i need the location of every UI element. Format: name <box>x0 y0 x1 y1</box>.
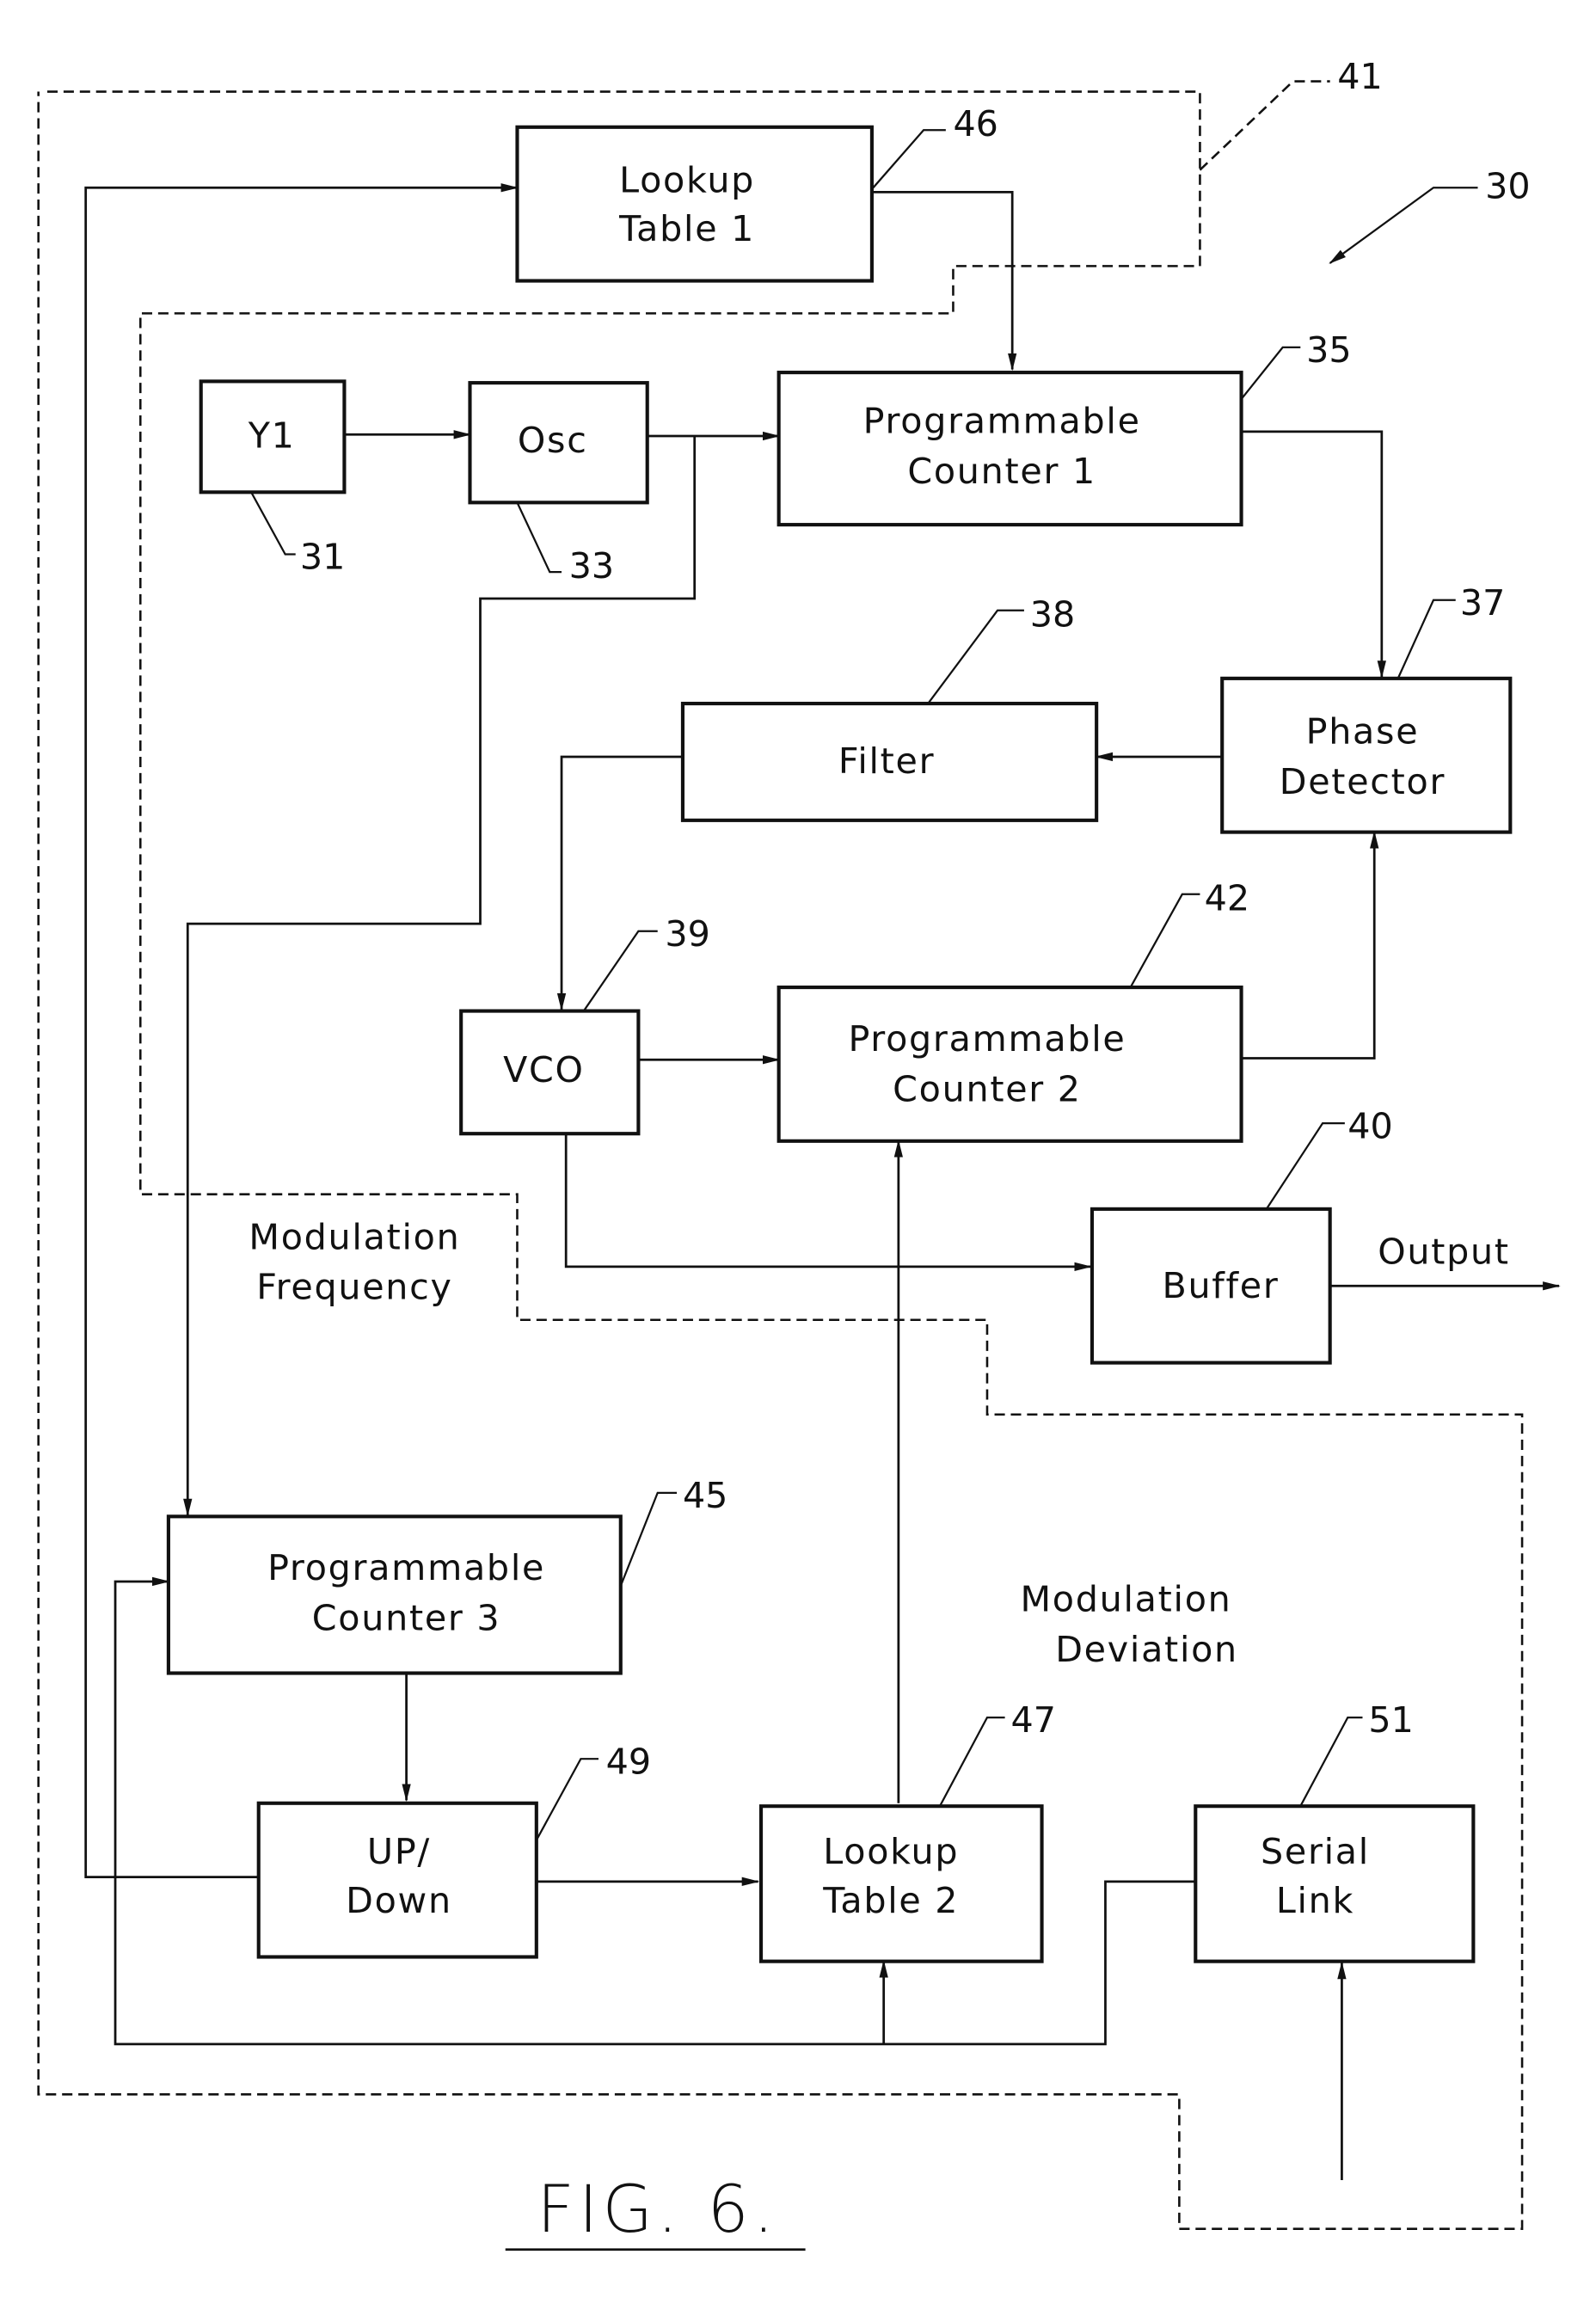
ref-42: 42 <box>1205 878 1249 919</box>
block-label-line: Counter 1 <box>907 451 1096 492</box>
leader-31 <box>251 492 296 554</box>
ref-38: 38 <box>1030 594 1075 636</box>
leader-39 <box>584 931 658 1011</box>
leader-35 <box>1242 347 1301 399</box>
leader-45 <box>621 1493 677 1586</box>
block-label-line: Table 1 <box>618 208 755 249</box>
modulation-frequency-label-1: Modulation <box>249 1216 460 1257</box>
ref-45: 45 <box>683 1475 727 1516</box>
leader-37 <box>1398 600 1456 679</box>
leader-51 <box>1300 1717 1362 1806</box>
block-label-line: Serial <box>1261 1831 1370 1872</box>
block-label-line: Filter <box>838 740 935 782</box>
leader-47 <box>940 1717 1005 1806</box>
ref-47: 47 <box>1010 1699 1055 1741</box>
leader-46 <box>872 130 946 189</box>
wire-osc-to-pc3 <box>187 436 694 1515</box>
ref-33: 33 <box>569 545 614 587</box>
wire-pc1-to-phase <box>1242 432 1382 677</box>
ref-37: 37 <box>1460 582 1505 624</box>
block-label-line: Buffer <box>1162 1265 1279 1306</box>
ref-40: 40 <box>1347 1105 1392 1146</box>
leader-42 <box>1131 894 1200 987</box>
block-label-line: Detector <box>1280 761 1446 802</box>
block-label-line: Programmable <box>863 401 1141 442</box>
block-buffer: Buffer <box>1092 1209 1330 1363</box>
wire-filter-to-vco <box>562 757 683 1010</box>
block-osc: Osc <box>470 383 647 502</box>
block-label-line: Table 2 <box>822 1880 959 1921</box>
leader-30 <box>1330 187 1478 263</box>
ref-41: 41 <box>1337 56 1382 97</box>
wire-lookup1-to-pc1 <box>872 192 1012 369</box>
leader-33 <box>517 502 562 572</box>
block-label-line: Programmable <box>267 1547 545 1588</box>
block-label-line: VCO <box>503 1049 585 1090</box>
block-label-line: Y1 <box>248 415 296 457</box>
block-label-line: Lookup <box>823 1831 959 1872</box>
block-label-line: Down <box>346 1880 452 1921</box>
block-y1: Y1 <box>201 381 345 492</box>
wire-vco-to-buffer <box>566 1133 1090 1267</box>
block-label-line: UP/ <box>367 1831 431 1872</box>
block-phase-detector: Phase Detector <box>1222 679 1510 832</box>
block-lookup-table-1: Lookup Table 1 <box>517 127 871 281</box>
ref-51: 51 <box>1368 1699 1413 1741</box>
ref-35: 35 <box>1306 329 1351 371</box>
leader-40 <box>1267 1123 1345 1209</box>
ref-31: 31 <box>300 537 345 578</box>
block-label-line: Programmable <box>848 1018 1126 1060</box>
block-programmable-counter-2: Programmable Counter 2 <box>779 987 1242 1141</box>
block-serial-link: Serial Link <box>1195 1806 1473 1961</box>
block-label-line: Phase <box>1306 710 1420 752</box>
ref-46: 46 <box>953 103 998 144</box>
block-label-line: Link <box>1276 1880 1354 1921</box>
wire-pc2-to-phase <box>1242 832 1375 1059</box>
block-label-line: Counter 3 <box>312 1598 501 1639</box>
modulation-frequency-label-2: Frequency <box>256 1267 452 1308</box>
block-up-down: UP/ Down <box>259 1803 537 1957</box>
modulation-deviation-label-2: Deviation <box>1055 1629 1238 1670</box>
block-vco: VCO <box>461 1011 638 1134</box>
block-programmable-counter-3: Programmable Counter 3 <box>169 1516 621 1673</box>
modulation-deviation-label-1: Modulation <box>1021 1578 1232 1619</box>
block-label-line: Osc <box>518 420 588 461</box>
output-label: Output <box>1378 1231 1510 1272</box>
block-filter: Filter <box>683 703 1096 820</box>
leader-38 <box>928 611 1024 703</box>
leader-41 <box>1200 82 1329 170</box>
ref-30: 30 <box>1485 165 1530 206</box>
ref-39: 39 <box>665 913 709 955</box>
ref-49: 49 <box>606 1741 651 1782</box>
leader-49 <box>537 1759 598 1840</box>
figure-title: FIG. 6. <box>537 2172 778 2247</box>
block-label-line: Lookup <box>619 159 755 200</box>
block-programmable-counter-1: Programmable Counter 1 <box>779 372 1242 525</box>
block-label-line: Counter 2 <box>893 1068 1082 1109</box>
block-lookup-table-2: Lookup Table 2 <box>761 1806 1042 1961</box>
